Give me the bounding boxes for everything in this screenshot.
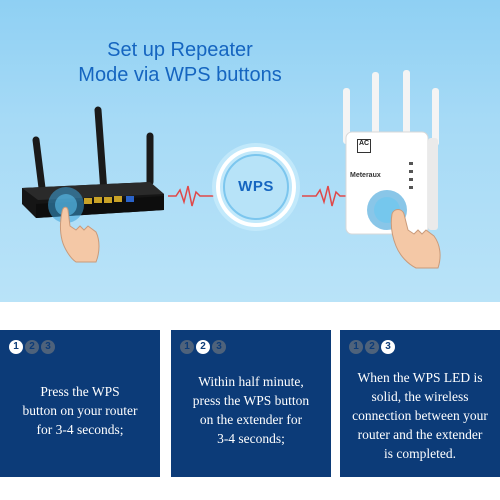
step-line: Press the WPS [40, 384, 120, 399]
router-antennas [32, 106, 154, 196]
step-line: When the WPS LED is [357, 370, 483, 385]
step-description: Press the WPS button on your router for … [4, 382, 156, 439]
step-number-2: 2 [196, 340, 210, 354]
hero-banner: Set up Repeater Mode via WPS buttons [0, 0, 500, 302]
step-indicator: 1 2 3 [349, 340, 395, 354]
wps-label: WPS [238, 178, 274, 195]
step-line: Within half minute, [198, 374, 304, 389]
hand-router-icon [60, 206, 100, 263]
setup-illustration [22, 70, 441, 269]
step-line: button on your router [22, 403, 138, 418]
router [22, 182, 164, 223]
signal-wave-right [302, 185, 348, 207]
step-card-2: 1 2 3 Within half minute, press the WPS … [171, 330, 331, 477]
step-number-2: 2 [25, 340, 39, 354]
step-number-3: 3 [212, 340, 226, 354]
signal-wave-left [168, 185, 214, 207]
extender-brand: Meteraux [350, 172, 381, 179]
step-line: on the extender for [199, 412, 303, 427]
wifi-extender [345, 131, 438, 235]
hand-extender-icon [390, 209, 441, 269]
step-line: connection between your [352, 408, 488, 423]
step-line: press the WPS button [192, 393, 310, 408]
ac-badge: AC [357, 139, 371, 153]
step-card-1: 1 2 3 Press the WPS button on your route… [0, 330, 160, 477]
step-line: 3-4 seconds; [217, 431, 285, 446]
wps-badge [212, 143, 300, 231]
step-number-3: 3 [41, 340, 55, 354]
step-line: router and the extender [357, 427, 483, 442]
hero-title: Set up Repeater Mode via WPS buttons [0, 38, 360, 88]
step-number-1: 1 [180, 340, 194, 354]
extender-antennas [343, 70, 439, 146]
step-line: solid, the wireless [371, 389, 469, 404]
step-number-3: 3 [381, 340, 395, 354]
step-card-3: 1 2 3 When the WPS LED is solid, the wir… [340, 330, 500, 477]
hero-title-line1: Set up Repeater [107, 39, 253, 61]
step-number-2: 2 [365, 340, 379, 354]
step-line: for 3-4 seconds; [36, 422, 124, 437]
step-line: is completed. [384, 446, 456, 461]
step-indicator: 1 2 3 [9, 340, 55, 354]
hero-title-line2: Mode via WPS buttons [78, 64, 282, 86]
step-description: When the WPS LED is solid, the wireless … [344, 368, 496, 463]
step-number-1: 1 [349, 340, 363, 354]
step-indicator: 1 2 3 [180, 340, 226, 354]
step-number-1: 1 [9, 340, 23, 354]
step-description: Within half minute, press the WPS button… [175, 372, 327, 448]
steps-section: 1 2 3 Press the WPS button on your route… [0, 302, 500, 500]
